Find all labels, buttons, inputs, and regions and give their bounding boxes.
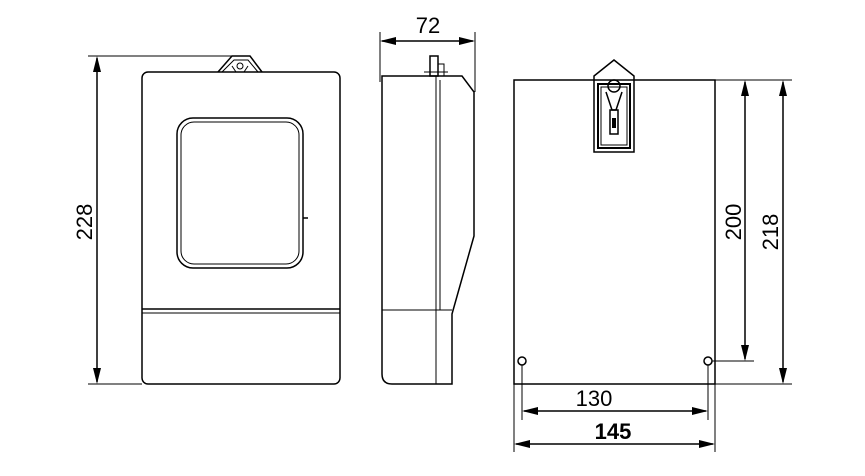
front-body-outline: [141, 71, 341, 385]
back-height-label: 218: [758, 214, 783, 251]
back-mounting-hole-left: [517, 356, 527, 366]
side-view: 72: [379, 13, 476, 385]
back-hole-spacing-dimension: 130: [521, 365, 709, 420]
back-hanger-bracket: [593, 59, 635, 153]
back-mounting-hole-right: [703, 356, 713, 366]
back-hole-height-label: 200: [721, 204, 746, 241]
back-view: 218 200 130 145: [513, 59, 792, 452]
back-width-label: 145: [595, 419, 632, 444]
back-width-dimension: 145: [513, 384, 716, 452]
back-hole-spacing-label: 130: [576, 386, 613, 411]
front-window-inner: [180, 121, 300, 265]
front-height-dimension: 228: [72, 55, 232, 385]
front-window-outer: [176, 117, 304, 269]
side-body-outline: [381, 75, 475, 385]
front-view: 228: [72, 55, 341, 385]
front-height-label: 228: [72, 204, 97, 241]
side-hanger: [424, 55, 448, 77]
side-depth-dimension: 72: [379, 13, 476, 92]
front-hanger: [217, 55, 263, 73]
back-height-dimension: 218: [634, 79, 792, 385]
side-depth-label: 72: [416, 13, 440, 38]
back-hole-height-dimension: 200: [712, 80, 754, 362]
